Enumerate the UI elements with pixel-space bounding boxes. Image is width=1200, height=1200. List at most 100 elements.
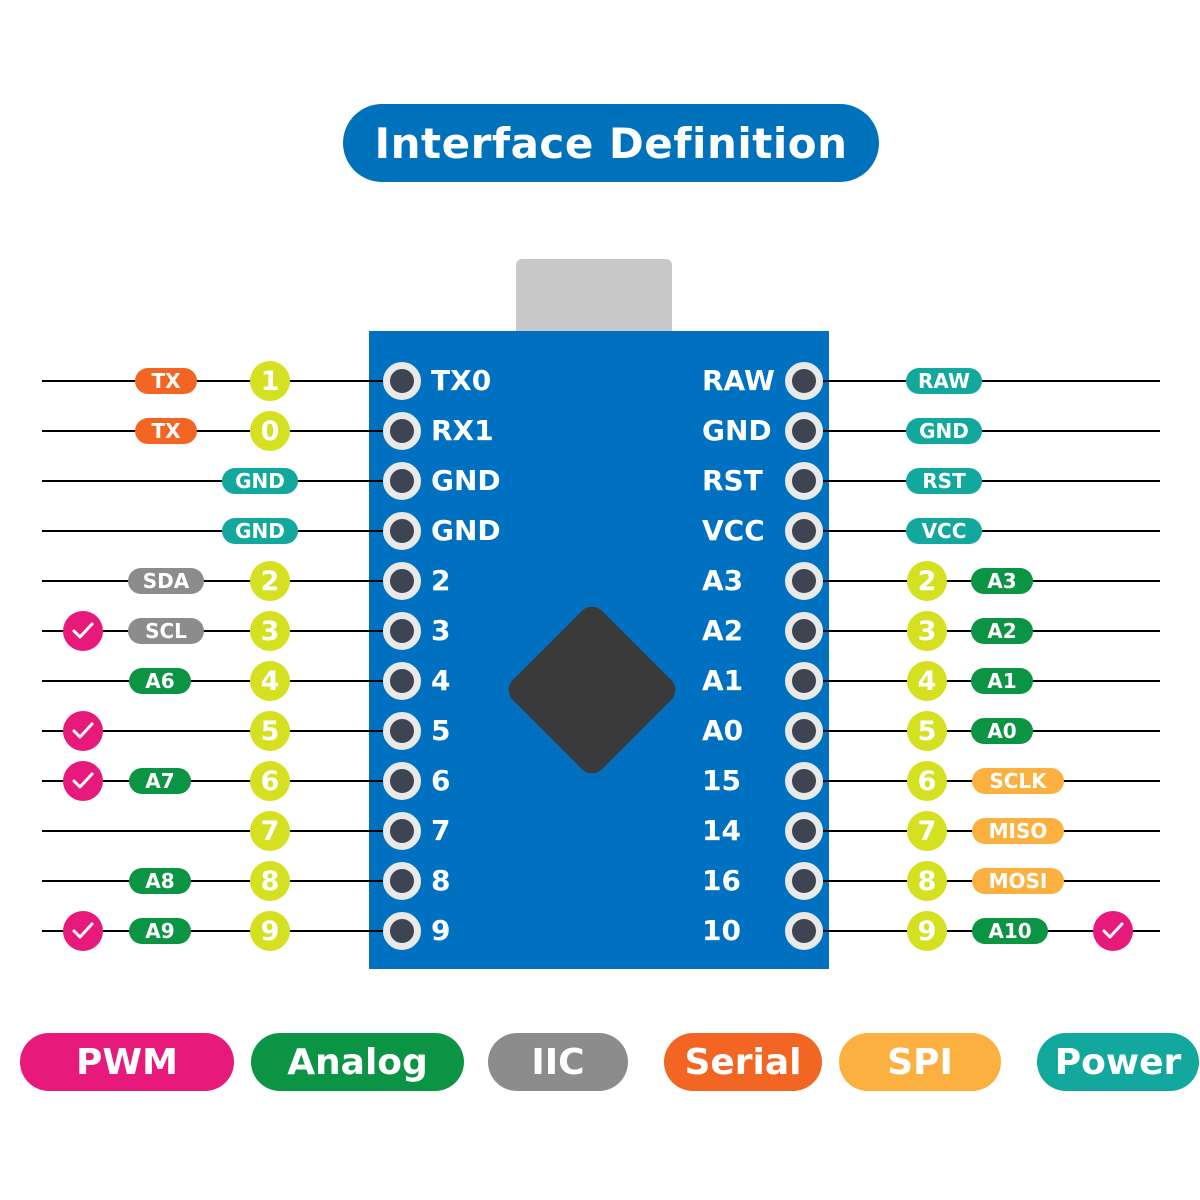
pin-tag-power: GND — [222, 518, 298, 544]
pin-wire — [42, 930, 402, 932]
pwm-check-icon — [63, 761, 103, 801]
pin-number: 9 — [907, 911, 947, 951]
pin-tag-analog: A8 — [129, 868, 191, 894]
pin-tag-analog: A1 — [971, 668, 1033, 694]
pin-tag-analog: A2 — [971, 618, 1033, 644]
pin-tag-analog: A7 — [129, 768, 191, 794]
pin-label: 9 — [431, 914, 451, 947]
pin-number: 5 — [907, 711, 947, 751]
pin-label: RST — [702, 464, 763, 497]
pin-hole — [383, 412, 421, 450]
pin-tag-spi: MOSI — [972, 868, 1064, 894]
pwm-check-icon — [63, 911, 103, 951]
pin-hole — [785, 562, 823, 600]
pin-hole — [383, 762, 421, 800]
pin-number: 5 — [250, 711, 290, 751]
pin-label: 3 — [431, 614, 451, 647]
pin-label: A2 — [702, 614, 744, 647]
pin-label: TX0 — [431, 364, 492, 397]
pin-hole — [383, 712, 421, 750]
pin-hole — [785, 662, 823, 700]
pin-label: RAW — [702, 364, 775, 397]
pin-tag-serial: TX — [135, 418, 197, 444]
pin-label: 15 — [702, 764, 741, 797]
pin-tag-power: GND — [222, 468, 298, 494]
pin-hole — [383, 512, 421, 550]
pin-hole — [785, 612, 823, 650]
pin-label: 8 — [431, 864, 451, 897]
pin-hole — [383, 462, 421, 500]
pin-label: RX1 — [431, 414, 494, 447]
pin-tag-serial: TX — [135, 368, 197, 394]
pin-number: 0 — [250, 411, 290, 451]
pin-tag-analog: A3 — [971, 568, 1033, 594]
pin-hole — [383, 812, 421, 850]
pwm-check-icon — [63, 611, 103, 651]
pin-number: 6 — [907, 761, 947, 801]
pwm-check-icon — [63, 711, 103, 751]
pin-wire — [42, 580, 402, 582]
pin-wire — [42, 730, 402, 732]
pin-number: 1 — [250, 361, 290, 401]
pin-tag-iic: SCL — [128, 618, 204, 644]
pin-tag-power: VCC — [906, 518, 982, 544]
pin-wire — [42, 430, 402, 432]
pin-number: 7 — [250, 811, 290, 851]
pin-hole — [383, 662, 421, 700]
legend-serial: Serial — [664, 1033, 822, 1091]
pin-tag-analog: A6 — [129, 668, 191, 694]
pin-number: 9 — [250, 911, 290, 951]
pin-number: 2 — [250, 561, 290, 601]
pin-hole — [383, 912, 421, 950]
pin-label: 4 — [431, 664, 451, 697]
pin-tag-power: RST — [906, 468, 982, 494]
pin-label: A0 — [702, 714, 744, 747]
pin-hole — [785, 912, 823, 950]
legend-iic: IIC — [488, 1033, 628, 1091]
pin-hole — [785, 362, 823, 400]
pin-label: VCC — [702, 514, 765, 547]
pin-label: A3 — [702, 564, 744, 597]
pin-tag-power: RAW — [906, 368, 982, 394]
page-title: Interface Definition — [374, 118, 848, 168]
legend-pwm: PWM — [20, 1033, 234, 1091]
legend-power: Power — [1037, 1033, 1199, 1091]
pin-label: 2 — [431, 564, 451, 597]
pin-hole — [785, 812, 823, 850]
pin-label: 14 — [702, 814, 741, 847]
pin-number: 4 — [907, 661, 947, 701]
pwm-check-icon — [1093, 911, 1133, 951]
pin-number: 8 — [250, 861, 290, 901]
pin-label: 6 — [431, 764, 451, 797]
pin-hole — [785, 762, 823, 800]
pin-hole — [383, 612, 421, 650]
pin-label: GND — [431, 464, 501, 497]
pin-hole — [383, 862, 421, 900]
pin-label: 5 — [431, 714, 451, 747]
pin-hole — [785, 512, 823, 550]
pin-hole — [383, 362, 421, 400]
pin-tag-power: GND — [906, 418, 982, 444]
pin-tag-analog: A9 — [129, 918, 191, 944]
pin-label: 7 — [431, 814, 451, 847]
pin-number: 3 — [250, 611, 290, 651]
pin-label: GND — [702, 414, 772, 447]
pin-wire — [42, 380, 402, 382]
pin-label: 10 — [702, 914, 741, 947]
legend-analog: Analog — [251, 1033, 464, 1091]
pin-tag-spi: SCLK — [972, 768, 1064, 794]
pin-number: 8 — [907, 861, 947, 901]
pin-hole — [785, 462, 823, 500]
pin-number: 4 — [250, 661, 290, 701]
pin-hole — [785, 712, 823, 750]
legend-spi: SPI — [839, 1033, 1001, 1091]
pin-number: 6 — [250, 761, 290, 801]
pin-tag-analog: A0 — [971, 718, 1033, 744]
pin-number: 7 — [907, 811, 947, 851]
pin-number: 3 — [907, 611, 947, 651]
pin-number: 2 — [907, 561, 947, 601]
pin-tag-iic: SDA — [128, 568, 204, 594]
pin-wire — [42, 780, 402, 782]
pin-hole — [785, 412, 823, 450]
pin-hole — [785, 862, 823, 900]
